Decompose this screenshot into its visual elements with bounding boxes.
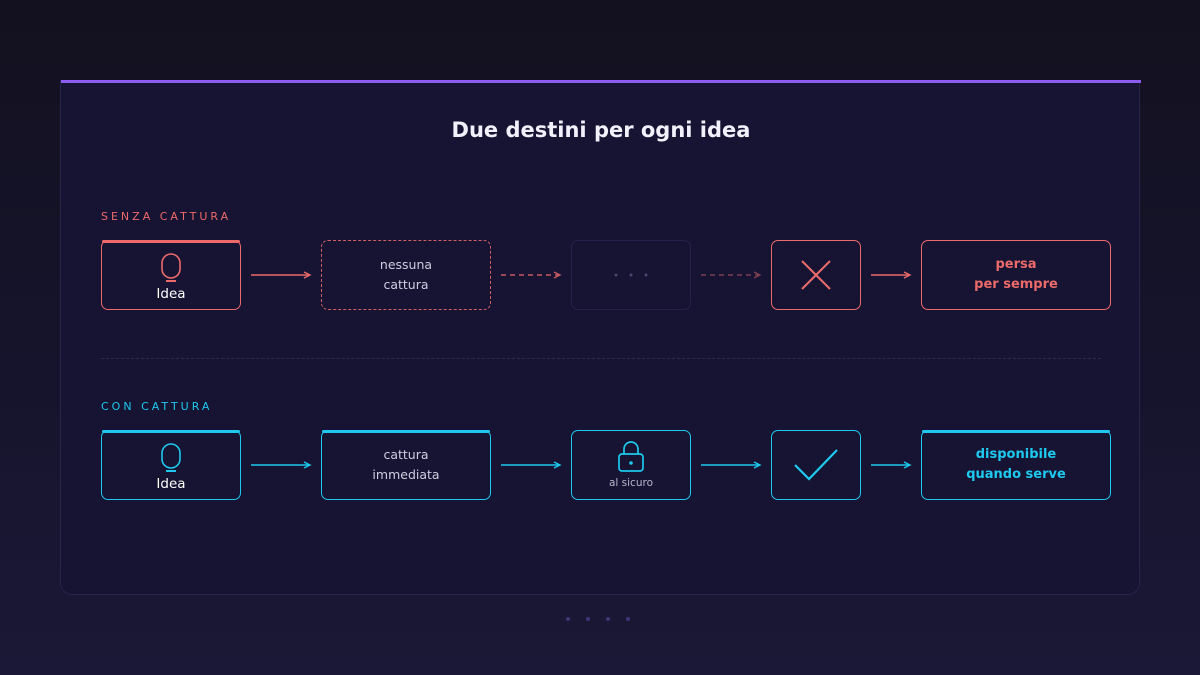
- node-topbar: [922, 430, 1110, 433]
- pagination-dot[interactable]: [626, 617, 630, 621]
- dashed-arrow-icon: [701, 271, 762, 279]
- node-topbar: [102, 430, 240, 433]
- card-accent-bar: [61, 80, 1141, 83]
- node-idea-kept: Idea: [101, 430, 241, 500]
- lightbulb-icon: [161, 443, 181, 472]
- node-lost-forever: persa per sempre: [921, 240, 1111, 310]
- arrow-icon: [251, 271, 312, 279]
- checkmark-icon: [794, 449, 838, 481]
- node-label: Idea: [156, 286, 186, 302]
- node-label: disponibile quando serve: [966, 447, 1066, 482]
- arrow-icon: [251, 461, 312, 469]
- node-success-mark: [771, 430, 861, 500]
- arrow-icon: [871, 461, 912, 469]
- node-label: al sicuro: [608, 477, 653, 489]
- pagination-dots: [566, 617, 630, 621]
- node-topbar: [102, 240, 240, 243]
- node-idea-lost: Idea: [101, 240, 241, 310]
- row-label-con-cattura: CON CATTURA: [101, 400, 213, 413]
- node-label: Idea: [156, 476, 186, 492]
- node-available: disponibile quando serve: [921, 430, 1111, 500]
- node-safe: al sicuro: [571, 430, 691, 500]
- x-mark-icon: [801, 260, 831, 290]
- ellipsis-icon: [614, 273, 648, 277]
- node-fading: [571, 240, 691, 310]
- node-no-capture: nessuna cattura: [321, 240, 491, 310]
- pagination-dot[interactable]: [586, 617, 590, 621]
- arrow-icon: [701, 461, 762, 469]
- arrow-icon: [871, 271, 912, 279]
- node-label: persa per sempre: [974, 257, 1058, 292]
- row-label-senza-cattura: SENZA CATTURA: [101, 210, 232, 223]
- page-title: Due destini per ogni idea: [451, 118, 751, 142]
- lock-icon: [618, 441, 644, 472]
- row-divider: [101, 358, 1101, 359]
- dashed-arrow-icon: [501, 271, 562, 279]
- node-label: cattura immediata: [372, 447, 440, 482]
- node-lost-mark: [771, 240, 861, 310]
- pagination-dot[interactable]: [566, 617, 570, 621]
- node-label: nessuna cattura: [379, 257, 433, 292]
- pagination-dot[interactable]: [606, 617, 610, 621]
- arrow-icon: [501, 461, 562, 469]
- node-topbar: [322, 430, 490, 433]
- diagram-card: Due destini per ogni idea SENZA CATTURA …: [60, 80, 1141, 595]
- node-immediate-capture: cattura immediata: [321, 430, 491, 500]
- lightbulb-icon: [161, 253, 181, 282]
